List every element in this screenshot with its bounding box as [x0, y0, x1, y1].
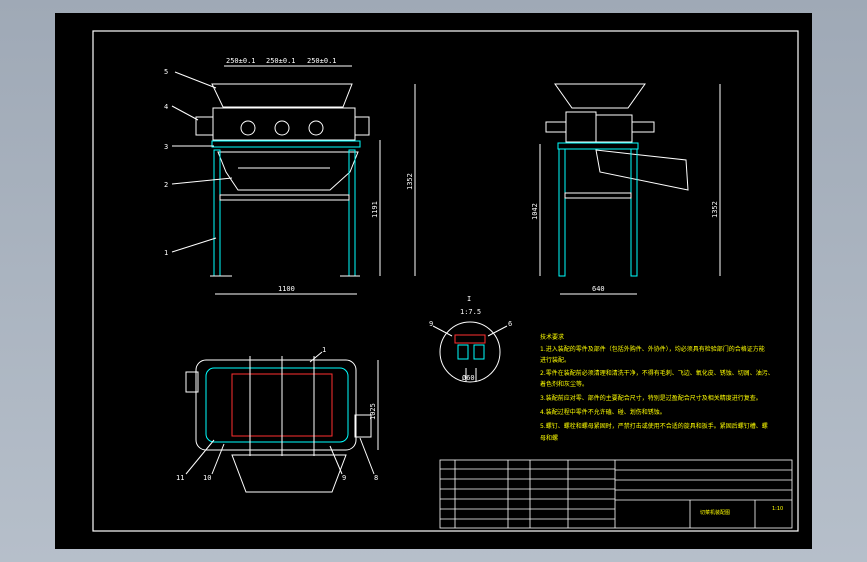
plan-callout-1: 1 — [322, 346, 326, 354]
roller-3 — [308, 120, 324, 136]
notes-heading: 技术要求 — [540, 333, 564, 341]
title-block-frame — [439, 459, 793, 529]
frame-top-plate — [211, 140, 361, 148]
width-dim: 1100 — [278, 285, 295, 293]
collecting-tray — [217, 151, 359, 191]
title-block — [439, 459, 793, 529]
note-line-1: 1.进入装配的零件及部件（包括外购件、外协件），均必须具有检验部门的合格证方能 — [540, 345, 765, 353]
detail-bearing-right — [473, 344, 485, 360]
drawing-frame — [92, 30, 799, 532]
callout-1: 1 — [164, 249, 168, 257]
callout-5: 5 — [164, 68, 168, 76]
detail-callout-9: 9 — [429, 320, 433, 328]
hopper — [211, 83, 353, 108]
top-dim-1: 250±0.1 — [226, 57, 256, 65]
note-line-4: 着色剂和灰尘等。 — [540, 380, 588, 388]
side-height-1042: 1042 — [531, 203, 539, 220]
detail-dim: Ø60 — [462, 374, 475, 382]
plan-view — [185, 351, 379, 493]
top-dim-2: 250±0.1 — [266, 57, 296, 65]
side-height-1352: 1352 — [711, 201, 719, 218]
drawing-scale: 1:10 — [772, 506, 783, 512]
side-hopper — [554, 83, 646, 109]
side-top-plate — [557, 142, 639, 150]
note-line-7: 5.螺钉、螺栓和螺母紧固时，严禁打击或使用不合适的旋具和扳手。紧固后螺钉槽、螺 — [540, 422, 768, 430]
plan-labels: 1 11 10 9 8 1025 — [176, 346, 378, 482]
side-width-dim: 640 — [592, 285, 605, 293]
bearing-left — [195, 116, 214, 136]
plan-leader-8 — [359, 437, 375, 475]
cross-beam — [219, 194, 350, 201]
detail-scale: 1:7.5 — [460, 308, 481, 316]
plan-outer-box — [195, 359, 357, 451]
height-dim-1352: 1352 — [406, 173, 414, 190]
side-motor — [565, 111, 597, 143]
detail-bearing-left — [457, 344, 469, 360]
front-callouts: 5 4 3 2 1 250±0.1 250±0.1 250±0.1 1100 1… — [164, 57, 414, 293]
plan-motor — [185, 371, 199, 393]
roller-2 — [274, 120, 290, 136]
note-line-2: 进行装配。 — [540, 356, 570, 364]
detail-labels: I 1:7.5 9 6 Ø60 — [429, 295, 512, 382]
callout-4: 4 — [164, 103, 168, 111]
callout-2: 2 — [164, 181, 168, 189]
technical-notes: 技术要求 1.进入装配的零件及部件（包括外购件、外协件），均必须具有检验部门的合… — [540, 333, 774, 442]
roller-1 — [240, 120, 256, 136]
detail-circle — [439, 321, 501, 383]
detail-flange — [454, 334, 486, 344]
plan-callout-9: 9 — [342, 474, 346, 482]
front-view — [171, 65, 416, 295]
plan-pulley — [354, 414, 372, 438]
plan-callout-10: 10 — [203, 474, 211, 482]
leg-right — [348, 149, 356, 277]
leader-5 — [174, 71, 217, 89]
side-bearing-right — [631, 121, 655, 133]
plan-chute — [231, 454, 347, 493]
side-view — [539, 83, 721, 295]
leader-2 — [171, 177, 233, 185]
top-dim-3: 250±0.1 — [307, 57, 337, 65]
plan-leader-1 — [309, 351, 323, 363]
note-line-3: 2.零件在装配前必须清理和清洗干净，不得有毛刺、飞边、氧化皮、锈蚀、切屑、油污、 — [540, 369, 774, 377]
plan-height-dim: 1025 — [369, 403, 377, 420]
bearing-right — [354, 116, 370, 136]
note-line-5: 3.装配前应对零、部件的主要配合尺寸，特别是过盈配合尺寸及相关精度进行复查。 — [540, 394, 762, 402]
plan-callout-8: 8 — [374, 474, 378, 482]
note-line-6: 4.装配过程中零件不允许磕、碰、划伤和锈蚀。 — [540, 408, 666, 416]
title-block-text: 切菜机装配图 1:10 — [700, 506, 783, 516]
side-leg-left — [558, 148, 566, 277]
detail-leader-6 — [487, 325, 508, 337]
side-dims: 1042 1352 640 — [531, 201, 719, 293]
leader-4 — [171, 105, 199, 121]
side-cross-beam — [564, 192, 632, 199]
plan-callout-11: 11 — [176, 474, 184, 482]
side-chute — [595, 149, 689, 191]
detail-leader-9 — [432, 325, 453, 337]
callout-3: 3 — [164, 143, 168, 151]
plan-leader-10 — [211, 443, 225, 475]
leg-left — [213, 149, 221, 277]
detail-view — [432, 321, 508, 383]
drawing-name: 切菜机装配图 — [700, 509, 730, 516]
side-bearing-left — [545, 121, 567, 133]
plan-leader-11 — [185, 439, 215, 475]
detail-title: I — [467, 295, 471, 303]
note-line-8: 母和螺 — [540, 434, 558, 442]
plan-leader-9 — [329, 445, 343, 475]
detail-callout-6: 6 — [508, 320, 512, 328]
side-leg-right — [630, 148, 638, 277]
side-housing — [595, 114, 633, 143]
plan-inner-box — [205, 367, 349, 443]
leader-1 — [171, 237, 217, 253]
height-dim-1191: 1191 — [371, 201, 379, 218]
